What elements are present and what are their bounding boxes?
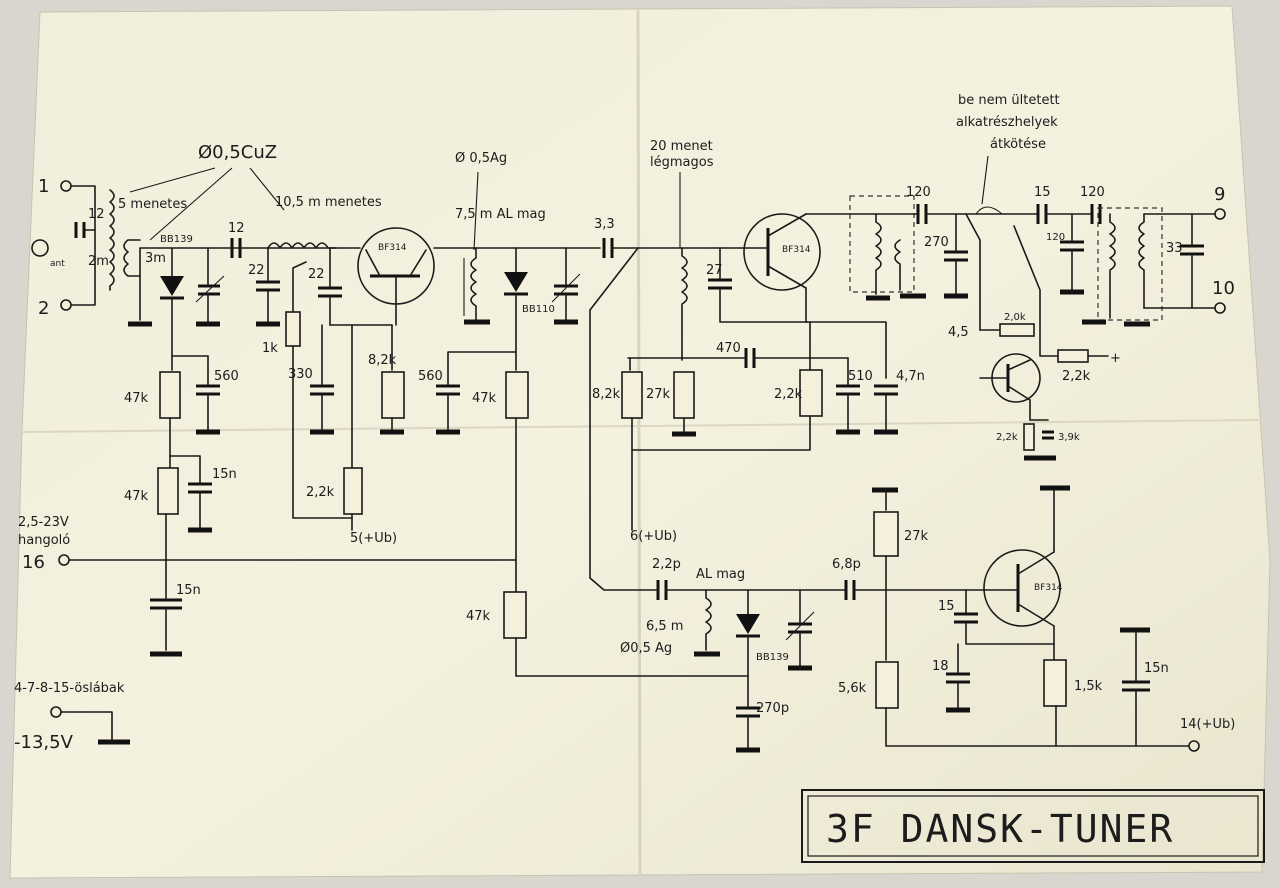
plus-terminal-label: + — [1110, 351, 1121, 366]
svg-text:8,2k: 8,2k — [592, 387, 621, 402]
svg-text:3,3: 3,3 — [594, 217, 615, 232]
svg-text:22: 22 — [248, 263, 265, 278]
svg-text:15n: 15n — [1144, 661, 1169, 676]
terminal-6-label: 6(+Ub) — [630, 529, 677, 544]
svg-text:1k: 1k — [262, 341, 278, 356]
svg-text:330: 330 — [288, 367, 313, 382]
svg-text:15n: 15n — [176, 583, 201, 598]
svg-text:7,5 m AL mag: 7,5 m AL mag — [455, 207, 546, 222]
antenna-source-icon — [31, 239, 49, 257]
svg-text:ant: ant — [50, 259, 65, 269]
svg-text:4-7-8-15-öslábak: 4-7-8-15-öslábak — [14, 681, 125, 696]
antenna-input: 1 2 ant 12 2m 3m — [31, 176, 166, 319]
svg-text:BB139: BB139 — [160, 234, 193, 245]
svg-text:4,5: 4,5 — [948, 325, 969, 340]
svg-text:33: 33 — [1166, 241, 1183, 256]
terminal-10-label: 10 — [1212, 278, 1235, 299]
varicap-bb139: BB139 — [160, 234, 193, 371]
svg-text:27k: 27k — [646, 387, 671, 402]
terminal-1-label: 1 — [38, 176, 49, 197]
svg-text:BF314: BF314 — [1034, 583, 1063, 593]
svg-text:2,2p: 2,2p — [652, 557, 681, 572]
svg-text:Ø 0,5Ag: Ø 0,5Ag — [455, 151, 507, 166]
svg-text:BB139: BB139 — [756, 652, 789, 663]
varicap-bb139-osc: BB139 — [736, 589, 789, 707]
svg-text:560: 560 — [214, 369, 239, 384]
svg-text:hangoló: hangoló — [18, 533, 70, 548]
terminal-14-label: 14(+Ub) — [1180, 717, 1235, 732]
svg-text:-13,5V: -13,5V — [14, 732, 74, 753]
terminal-16-label: 16 — [22, 552, 45, 573]
varicap-bb110: BB110 — [504, 247, 555, 371]
svg-text:BF314: BF314 — [782, 245, 811, 255]
terminal-5-label: 5(+Ub) — [350, 531, 397, 546]
svg-text:AL mag: AL mag — [696, 567, 745, 582]
svg-text:10,5 m menetes: 10,5 m menetes — [275, 195, 382, 210]
svg-text:120: 120 — [1046, 232, 1065, 243]
svg-text:12: 12 — [228, 221, 245, 236]
svg-text:27k: 27k — [904, 529, 929, 544]
svg-text:120: 120 — [906, 185, 931, 200]
svg-text:8,2k: 8,2k — [368, 353, 397, 368]
svg-text:12: 12 — [88, 207, 105, 222]
svg-text:510: 510 — [848, 369, 873, 384]
if-transformer-can-1 — [849, 195, 915, 293]
fold-line-horizontal — [21, 419, 1263, 433]
svg-text:4,7n: 4,7n — [896, 369, 925, 384]
svg-text:2,2k: 2,2k — [306, 485, 335, 500]
if-transformer-can-2 — [1097, 207, 1163, 321]
svg-text:47k: 47k — [472, 391, 497, 406]
title-text: 3F DANSK-TUNER — [826, 807, 1174, 851]
svg-text:2m: 2m — [88, 254, 109, 269]
transistor-bf314-1: BF314 — [357, 227, 435, 326]
svg-text:6,8p: 6,8p — [832, 557, 861, 572]
svg-text:2,5-23V: 2,5-23V — [18, 515, 69, 530]
svg-text:átkötése: átkötése — [990, 137, 1046, 152]
svg-text:47k: 47k — [466, 609, 491, 624]
svg-text:be nem ültetett: be nem ültetett — [958, 93, 1060, 108]
svg-text:47k: 47k — [124, 391, 149, 406]
svg-text:1,5k: 1,5k — [1074, 679, 1103, 694]
svg-text:18: 18 — [932, 659, 949, 674]
svg-text:6,5 m: 6,5 m — [646, 619, 683, 634]
svg-text:15n: 15n — [212, 467, 237, 482]
svg-text:5 menetes: 5 menetes — [118, 197, 187, 212]
svg-text:alkatrészhelyek: alkatrészhelyek — [956, 115, 1058, 130]
svg-text:120: 120 — [1080, 185, 1105, 200]
svg-text:15: 15 — [1034, 185, 1051, 200]
svg-text:BF314: BF314 — [378, 243, 407, 253]
svg-text:27: 27 — [706, 263, 723, 278]
terminal-9-label: 9 — [1214, 184, 1225, 205]
svg-text:2,0k: 2,0k — [1004, 312, 1026, 323]
svg-text:2,2k: 2,2k — [1062, 369, 1091, 384]
svg-text:3m: 3m — [145, 251, 166, 266]
svg-text:22: 22 — [308, 267, 325, 282]
svg-text:470: 470 — [716, 341, 741, 356]
svg-text:BB110: BB110 — [522, 304, 555, 315]
svg-text:5,6k: 5,6k — [838, 681, 867, 696]
transistor-bf314-2: BF314 — [739, 213, 821, 291]
svg-text:270p: 270p — [756, 701, 789, 716]
svg-text:560: 560 — [418, 369, 443, 384]
svg-text:47k: 47k — [124, 489, 149, 504]
svg-text:3,9k: 3,9k — [1058, 432, 1080, 443]
transistor-bf314-3: BF314 — [983, 549, 1063, 627]
svg-text:Ø0,5 Ag: Ø0,5 Ag — [620, 641, 672, 656]
terminal-2-label: 2 — [38, 298, 49, 319]
title-block: 3F DANSK-TUNER — [801, 789, 1265, 863]
svg-text:Ø0,5CuZ: Ø0,5CuZ — [198, 142, 277, 163]
svg-text:2,2k: 2,2k — [774, 387, 803, 402]
fold-line-vertical — [636, 9, 642, 879]
svg-text:20 menet: 20 menet — [650, 139, 713, 154]
svg-text:15: 15 — [938, 599, 955, 614]
svg-text:2,2k: 2,2k — [996, 432, 1018, 443]
svg-text:270: 270 — [924, 235, 949, 250]
svg-text:légmagos: légmagos — [650, 155, 714, 170]
